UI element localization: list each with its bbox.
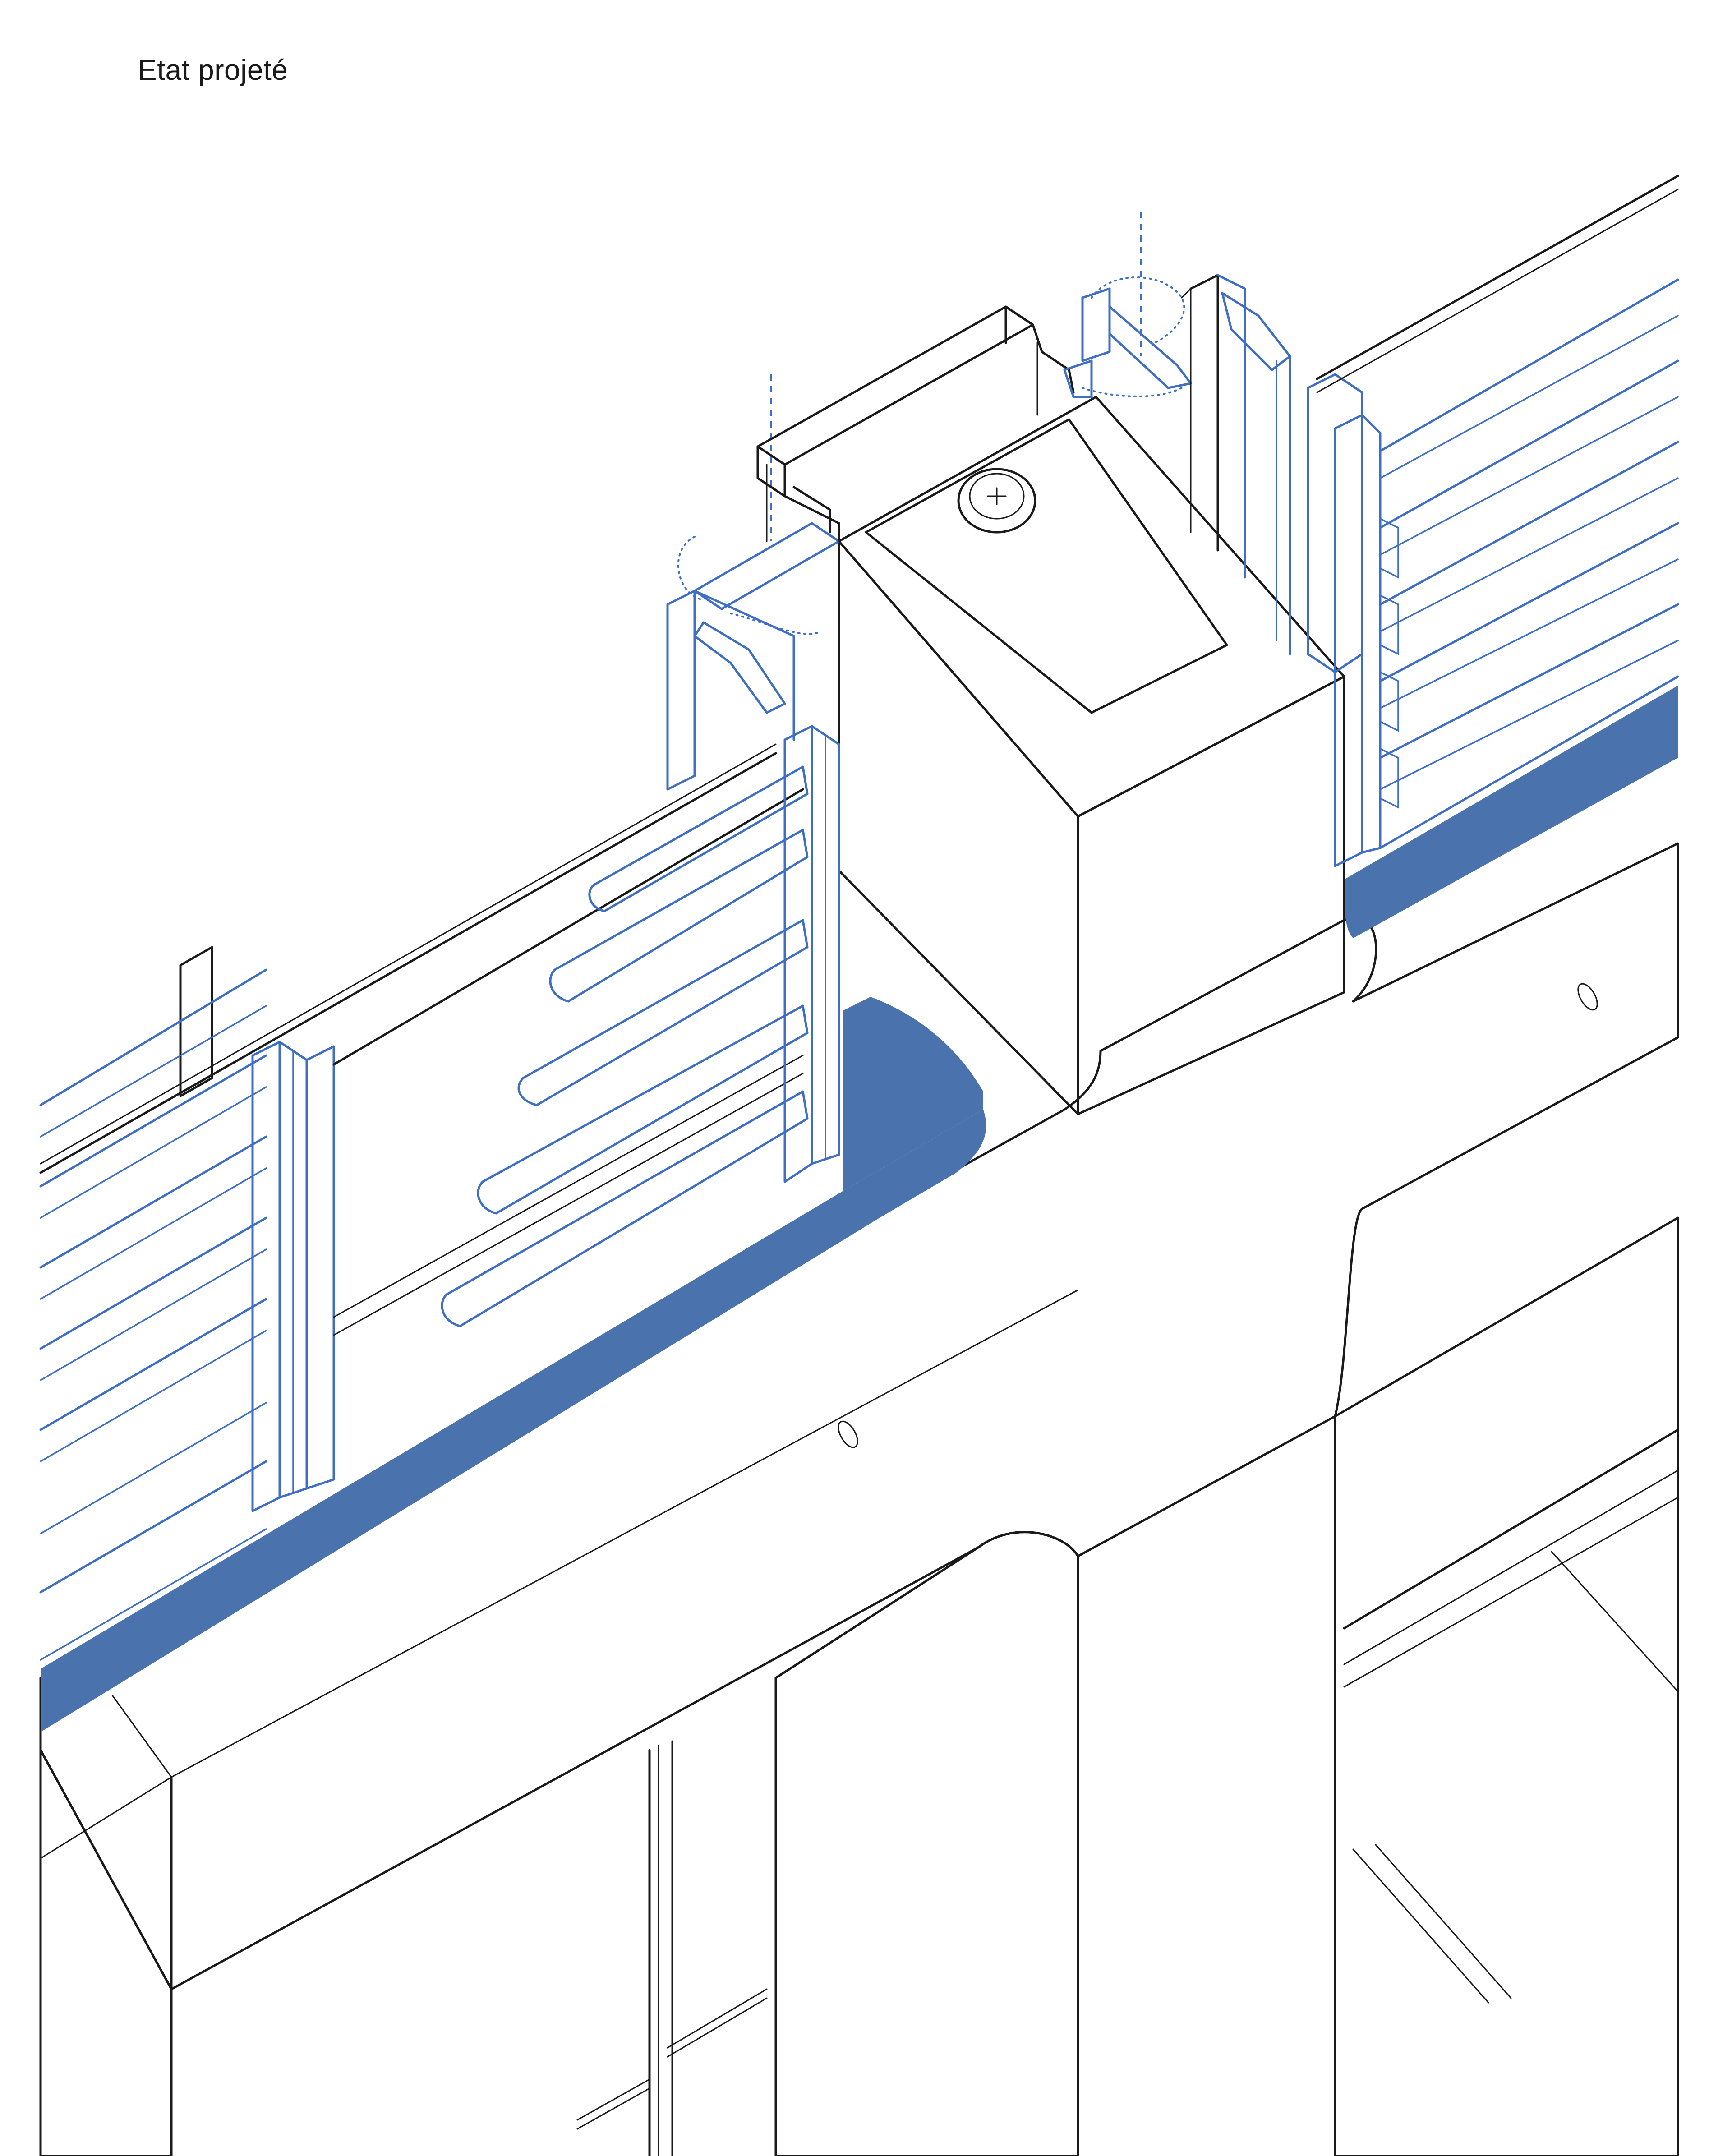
central-pier (774, 1531, 1079, 2156)
back-grille-frame (756, 305, 1075, 543)
right-lower-structure (1334, 1216, 1679, 2156)
gutter-strip-left (41, 997, 986, 1732)
concrete-chimney-block (838, 396, 1345, 1115)
left-lower-facade (576, 1740, 768, 2156)
louvre-fence-right (1181, 175, 1679, 867)
corner-gate-right (1063, 212, 1192, 398)
gutter-strip-right (1344, 686, 1678, 938)
louvre-fence-left (39, 725, 840, 1661)
drain-outlet (957, 468, 1036, 534)
open-louvre-blades (441, 765, 809, 1327)
scupper-marks (838, 983, 1598, 1448)
page-title: Etat projeté (138, 54, 288, 86)
